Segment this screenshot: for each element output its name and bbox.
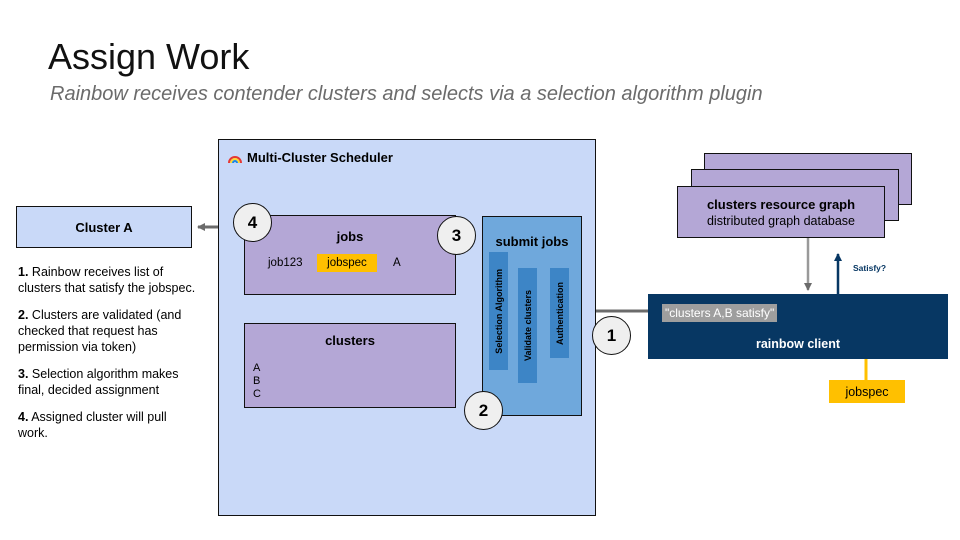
- job-id: job123: [268, 257, 303, 269]
- slide-title: Assign Work: [48, 36, 250, 77]
- step-marker-3: 3: [437, 216, 476, 255]
- stage-selection-algorithm: Selection Algorithm: [489, 252, 508, 370]
- cluster-item: B: [253, 375, 261, 387]
- step-2: 2. Clusters are validated (and checked t…: [18, 308, 182, 354]
- jobspec-input-chip: jobspec: [829, 380, 905, 403]
- jobs-title: jobs: [336, 229, 364, 244]
- graph-subtitle: distributed graph database: [706, 214, 856, 228]
- step-3: 3. Selection algorithm makes final, deci…: [18, 367, 179, 397]
- steps-list: 1. Rainbow receives list of clusters tha…: [18, 264, 196, 452]
- clusters-list: A B C: [253, 362, 261, 401]
- graph-title: clusters resource graph: [706, 197, 856, 212]
- rainbow-icon: [228, 155, 242, 163]
- graph-label: clusters resource graph distributed grap…: [677, 197, 885, 229]
- client-response-message: "clusters A,B satisfy": [662, 304, 778, 322]
- job-jobspec-chip: jobspec: [317, 254, 377, 272]
- stage-validate-clusters: Validate clusters: [518, 268, 537, 383]
- step-marker-2: 2: [464, 391, 503, 430]
- step-1: 1. Rainbow receives list of clusters tha…: [18, 265, 196, 295]
- submit-jobs-title: submit jobs: [495, 234, 569, 249]
- cluster-item: A: [253, 362, 261, 374]
- clusters-box: [244, 323, 456, 408]
- rainbow-client-title: rainbow client: [755, 337, 841, 351]
- graph-stack-front: [677, 186, 885, 238]
- scheduler-title: Multi-Cluster Scheduler: [228, 150, 393, 165]
- cluster-a-box: Cluster A: [16, 206, 192, 248]
- cluster-item: C: [253, 388, 261, 400]
- clusters-title: clusters: [325, 333, 375, 348]
- slide-subtitle: Rainbow receives contender clusters and …: [50, 83, 763, 105]
- step-4: 4. Assigned cluster will pull work.: [18, 410, 167, 440]
- stage-authentication: Authentication: [550, 268, 569, 358]
- step-marker-1: 1: [592, 316, 631, 355]
- step-marker-4: 4: [233, 203, 272, 242]
- job-assignment: A: [393, 257, 401, 269]
- satisfy-label: Satisfy?: [853, 263, 887, 273]
